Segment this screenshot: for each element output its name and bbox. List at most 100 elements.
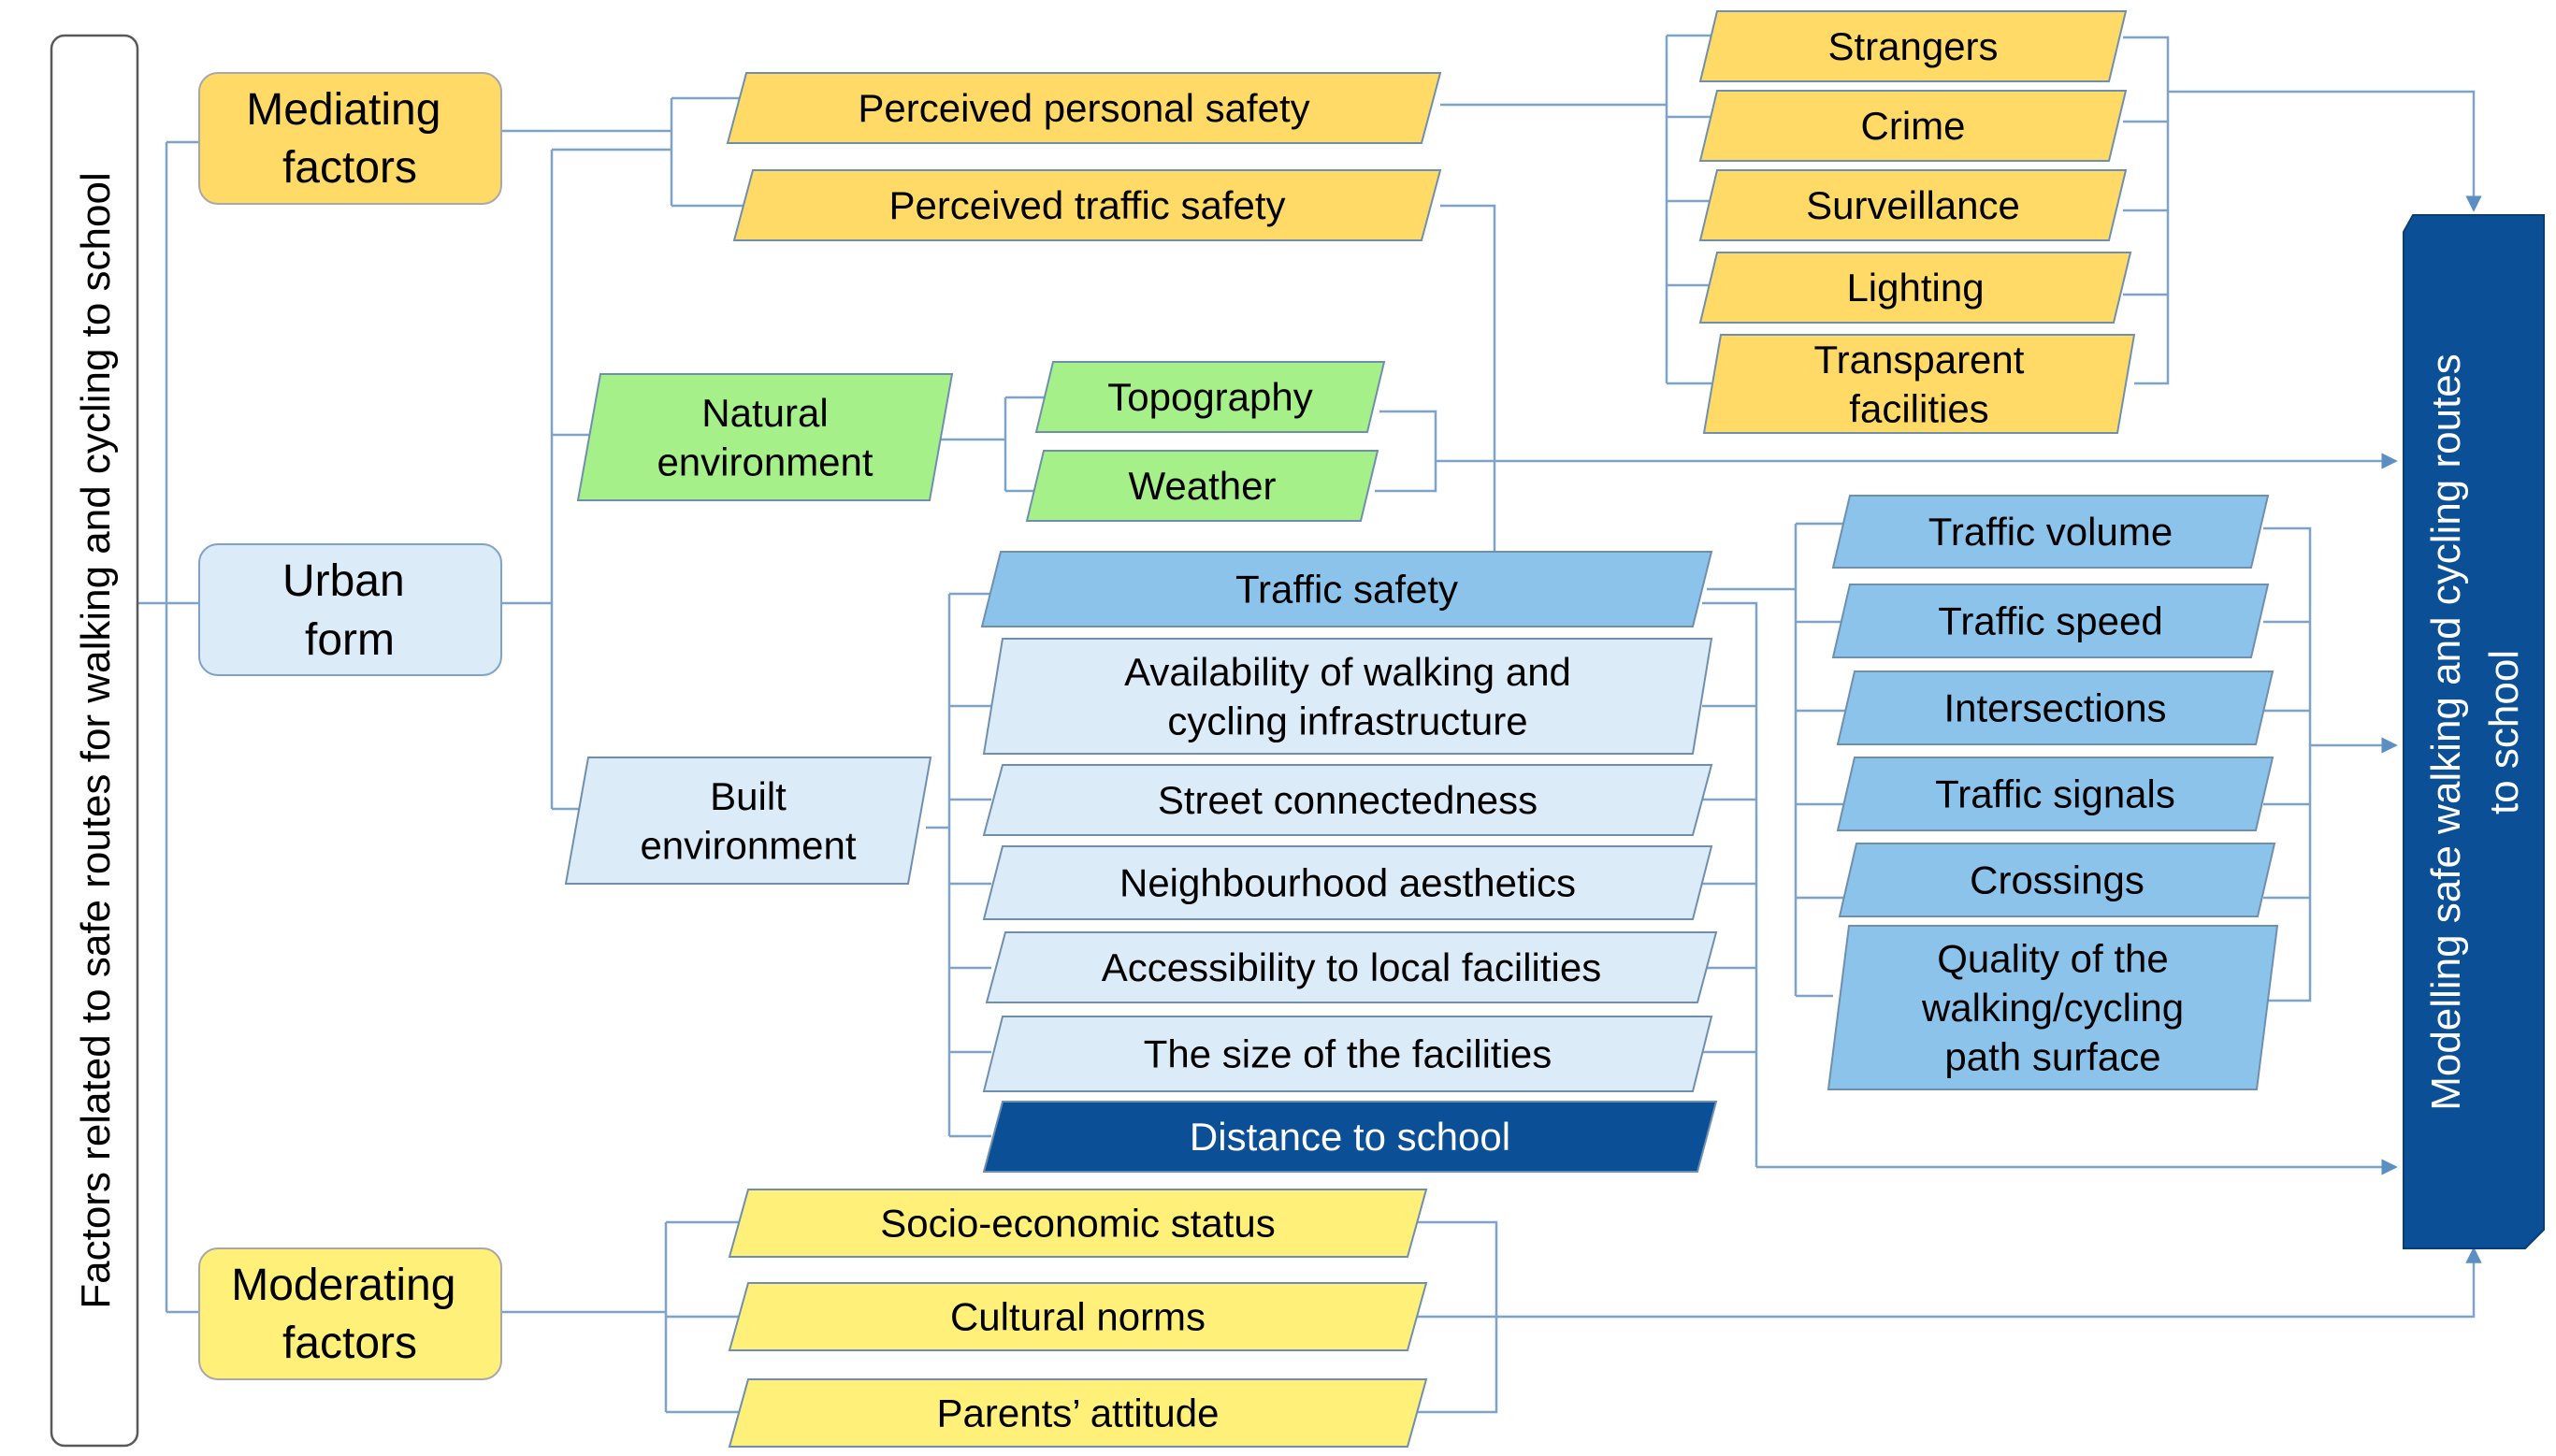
node-perceived-traffic-safety: Perceived traffic safety	[732, 169, 1442, 241]
node-shape-accessibility-local-facilities	[985, 931, 1718, 1003]
node-parents-attitude: Parents’ attitude	[728, 1378, 1428, 1448]
urban-line-1: Urban	[282, 556, 405, 606]
node-shape-availability-infrastructure	[982, 638, 1713, 755]
node-shape-traffic-volume	[1831, 495, 2270, 569]
node-label-line: Distance to school	[1190, 1115, 1510, 1159]
mediating-line-2: factors	[282, 143, 417, 193]
left-vertical-label-box: Factors related to safe routes for walki…	[50, 34, 139, 1448]
node-label-line: Transparent	[1814, 338, 2025, 382]
model-label-line-1: Modelling safe walking and cycling route…	[2423, 353, 2469, 1111]
node-surveillance: Surveillance	[1698, 169, 2128, 241]
node-label-line: walking/cycling	[1921, 986, 2184, 1030]
node-availability-infrastructure: Availability of walking and cycling infra…	[982, 638, 1713, 755]
left-vertical-label: Factors related to safe routes for walki…	[73, 172, 119, 1309]
node-intersections: Intersections	[1836, 670, 2274, 745]
node-label-line: Crossings	[1970, 858, 2144, 902]
node-label-distance-to-school: Distance to school	[1190, 1115, 1510, 1159]
node-label-line: environment	[640, 823, 856, 867]
node-shape-traffic-safety	[980, 551, 1713, 627]
node-shape-natural-environment	[576, 373, 954, 501]
node-label-lighting: Lighting	[1846, 266, 1984, 310]
category-mediating: Mediating factors	[198, 72, 502, 205]
node-shape-distance-to-school	[982, 1101, 1718, 1173]
node-traffic-volume: Traffic volume	[1831, 495, 2270, 569]
node-label-line: Cultural norms	[950, 1295, 1206, 1339]
node-shape-topography	[1034, 361, 1386, 433]
node-traffic-safety: Traffic safety	[980, 551, 1713, 627]
node-label-line: Availability of walking and	[1124, 650, 1571, 694]
node-label-line: Neighbourhood aesthetics	[1119, 861, 1576, 905]
node-label-line: Traffic safety	[1235, 568, 1458, 612]
node-shape-size-of-facilities	[982, 1016, 1713, 1092]
node-label-line: Traffic volume	[1928, 510, 2173, 554]
node-crime: Crime	[1698, 90, 2128, 162]
node-label-line: cycling infrastructure	[1167, 699, 1527, 742]
node-label-topography: Topography	[1107, 375, 1313, 419]
node-label-perceived-personal-safety: Perceived personal safety	[858, 86, 1309, 130]
node-accessibility-local-facilities: Accessibility to local facilities	[985, 931, 1718, 1003]
node-label-crossings: Crossings	[1970, 858, 2144, 902]
node-label-weather: Weather	[1129, 464, 1277, 508]
node-label-line: Traffic signals	[1935, 772, 2175, 816]
node-label-line: Intersections	[1943, 686, 2166, 730]
node-traffic-speed: Traffic speed	[1831, 584, 2270, 658]
node-label-traffic-volume: Traffic volume	[1928, 510, 2173, 554]
node-label-traffic-speed: Traffic speed	[1938, 599, 2162, 643]
node-shape-parents-attitude	[728, 1378, 1428, 1448]
node-shape-street-connectedness	[982, 764, 1713, 836]
node-shape-traffic-speed	[1831, 584, 2270, 658]
connector-traffic-right-bracket	[2249, 526, 2312, 1002]
node-label-line: Strangers	[1827, 24, 1998, 68]
connector-lines	[138, 34, 2482, 1414]
node-lighting: Lighting	[1698, 252, 2132, 324]
node-label-line: Socio-economic status	[880, 1202, 1276, 1246]
node-shape-cultural-norms	[728, 1282, 1428, 1351]
node-label-line: Natural	[701, 391, 828, 435]
node-shape-socio-economic-status	[728, 1189, 1428, 1258]
node-topography: Topography	[1034, 361, 1386, 433]
node-label-socio-economic-status: Socio-economic status	[880, 1202, 1276, 1246]
node-shape-traffic-signals	[1836, 757, 2274, 831]
node-shape-perceived-traffic-safety	[732, 169, 1442, 241]
model-label-line-2: to school	[2481, 650, 2527, 814]
node-traffic-signals: Traffic signals	[1836, 757, 2274, 831]
node-label-line: Crime	[1861, 104, 1966, 148]
node-shape-quality-path-surface	[1827, 925, 2279, 1090]
node-label-line: The size of the facilities	[1144, 1032, 1552, 1076]
connector-traffic-perceived-out	[1440, 204, 1496, 552]
node-label-line: Perceived personal safety	[858, 86, 1309, 130]
node-shape-crime	[1698, 90, 2128, 162]
node-street-connectedness: Street connectedness	[982, 764, 1713, 836]
urban-line-2: form	[305, 615, 395, 665]
node-label-line: Traffic speed	[1938, 599, 2162, 643]
node-shape-intersections	[1836, 670, 2274, 745]
connector-personal-to-model	[2168, 90, 2482, 212]
category-urban-form: Urban form	[198, 543, 502, 676]
svg-text:Moderating factors: Moderating factors	[231, 1261, 468, 1368]
category-moderating: Moderating factors	[198, 1247, 502, 1380]
node-label-crime: Crime	[1861, 104, 1966, 148]
node-shape-lighting	[1698, 252, 2132, 324]
node-label-line: Topography	[1107, 375, 1313, 419]
node-shape-strangers	[1698, 10, 2128, 82]
node-label-line: path surface	[1944, 1035, 2160, 1079]
node-label-size-of-facilities: The size of the facilities	[1144, 1032, 1552, 1076]
node-label-cultural-norms: Cultural norms	[950, 1295, 1206, 1339]
node-shape-neighbourhood-aesthetics	[982, 845, 1713, 920]
svg-text:Mediating factors: Mediating factors	[246, 85, 453, 193]
node-shape-transparent-facilities	[1702, 334, 2136, 434]
node-label-street-connectedness: Street connectedness	[1158, 778, 1538, 822]
connector-moderating-to-model	[1412, 1247, 2482, 1319]
mediating-line-1: Mediating	[246, 85, 440, 135]
node-label-line: Weather	[1129, 464, 1277, 508]
node-weather: Weather	[1025, 450, 1379, 522]
node-perceived-personal-safety: Perceived personal safety	[726, 72, 1442, 144]
